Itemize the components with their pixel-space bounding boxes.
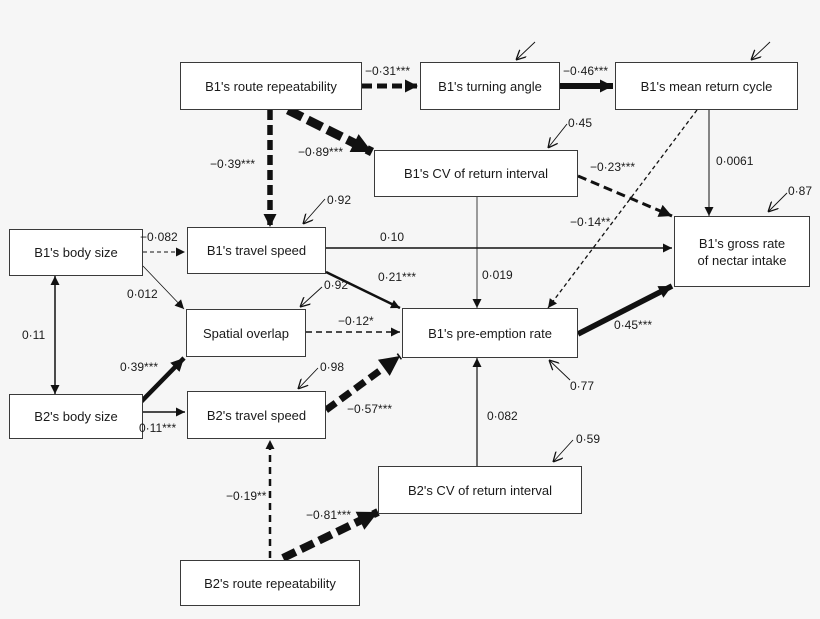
coef-mean-pre: −0·14** xyxy=(570,215,611,229)
coef-route-speed: −0·39*** xyxy=(210,157,256,171)
coef-speed2-pre: −0·57*** xyxy=(347,402,393,416)
node-b1-turning-angle: B1's turning angle xyxy=(420,62,560,110)
node-b2-body-size: B2's body size xyxy=(9,394,143,439)
residual-arrow-turning xyxy=(516,41,536,60)
coef-cv-gross: −0·23*** xyxy=(590,160,636,174)
residual-b2-speed: 0·98 xyxy=(320,360,345,374)
coef-body-body: 0·11 xyxy=(22,328,46,342)
residual-arrow-b1-speed xyxy=(303,198,326,224)
gross-rate-line1: B1's gross rate xyxy=(698,235,786,251)
residual-overlap: 0·92 xyxy=(324,278,349,292)
coef-speed-gross: 0·10 xyxy=(380,230,405,244)
path-speed-pre xyxy=(325,270,401,310)
coef-body2-overlap: 0·39*** xyxy=(120,360,159,374)
residual-arrow-b2-cv xyxy=(553,439,574,462)
path-pre-gross xyxy=(576,283,674,337)
residual-arrow-b1-cv xyxy=(548,123,568,148)
node-b1-body-size: B1's body size xyxy=(9,229,143,276)
coef-overlap-pre: −0·12* xyxy=(338,314,374,328)
residual-arrow-b1-gross xyxy=(768,192,788,212)
node-b1-route-repeatability: B1's route repeatability xyxy=(180,62,362,110)
coef-body1-overlap: 0·012 xyxy=(127,287,158,301)
coef-cv2-pre: 0·082 xyxy=(487,409,518,423)
residual-b1-gross: 0·87 xyxy=(788,184,813,198)
coef-speed-pre: 0·21*** xyxy=(378,270,417,284)
residual-preemption: 0·77 xyxy=(570,379,595,393)
coef-cv-pre: 0·019 xyxy=(482,268,513,282)
coef-body2-speed: 0·11*** xyxy=(139,421,177,435)
residual-arrow-b2-speed xyxy=(298,367,319,389)
coef-route-turning: −0·31*** xyxy=(365,64,411,78)
coef-route2-speed: −0·19** xyxy=(226,489,267,503)
node-b2-cv-return-interval: B2's CV of return interval xyxy=(378,466,582,514)
residual-arrow-overlap xyxy=(300,286,323,307)
node-spatial-overlap: Spatial overlap xyxy=(186,309,306,357)
path-body1-overlap xyxy=(142,265,185,310)
coef-body1-speed: −0·082 xyxy=(140,230,178,244)
node-b1-cv-return-interval: B1's CV of return interval xyxy=(374,150,578,197)
path-speed2-pre xyxy=(323,353,403,413)
node-b2-route-repeatability: B2's route repeatability xyxy=(180,560,360,606)
residual-arrow-pre xyxy=(549,360,571,381)
residual-b2-cv: 0·59 xyxy=(576,432,601,446)
node-b1-travel-speed: B1's travel speed xyxy=(187,227,326,274)
residual-b1-speed: 0·92 xyxy=(327,193,352,207)
node-b1-mean-return-cycle: B1's mean return cycle xyxy=(615,62,798,110)
node-b1-gross-rate: B1's gross rate of nectar intake xyxy=(674,216,810,287)
coef-route-cv: −0·89*** xyxy=(298,145,344,159)
gross-rate-line2: of nectar intake xyxy=(697,252,787,268)
node-b1-preemption-rate: B1's pre-emption rate xyxy=(402,308,578,358)
coef-route2-cv: −0·81*** xyxy=(306,508,352,522)
path-mean-pre xyxy=(547,109,698,309)
path-cv-gross xyxy=(577,174,673,218)
residual-arrow-mean xyxy=(751,41,771,60)
residual-b1-cv: 0·45 xyxy=(568,116,593,130)
coef-mean-gross: 0·0061 xyxy=(716,154,754,168)
node-b2-travel-speed: B2's travel speed xyxy=(187,391,326,439)
coef-turning-mean: −0·46*** xyxy=(563,64,609,78)
path-route2-cv xyxy=(281,508,380,562)
path-route-cv xyxy=(285,105,375,157)
coef-pre-gross: 0·45*** xyxy=(614,318,653,332)
